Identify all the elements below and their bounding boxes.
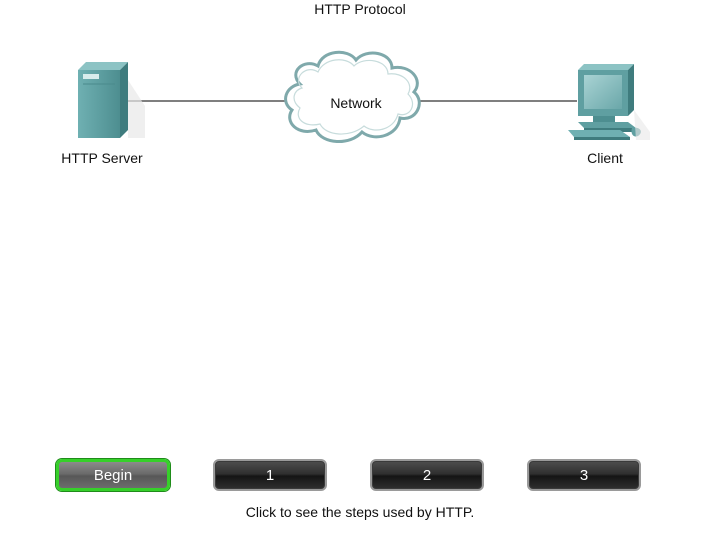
step-3-button[interactable]: 3 <box>527 459 641 491</box>
instruction-caption: Click to see the steps used by HTTP. <box>245 504 475 520</box>
computer-icon <box>568 64 650 140</box>
diagram-title: HTTP Protocol <box>314 1 406 17</box>
step-2-button[interactable]: 2 <box>370 459 484 491</box>
server-label: HTTP Server <box>61 150 143 166</box>
step-1-button[interactable]: 1 <box>213 459 327 491</box>
network-diagram <box>78 50 650 143</box>
client-label: Client <box>587 150 623 166</box>
begin-button[interactable]: Begin <box>56 459 170 491</box>
cloud-icon <box>284 50 421 143</box>
network-label: Network <box>330 95 382 111</box>
server-icon <box>78 62 145 138</box>
